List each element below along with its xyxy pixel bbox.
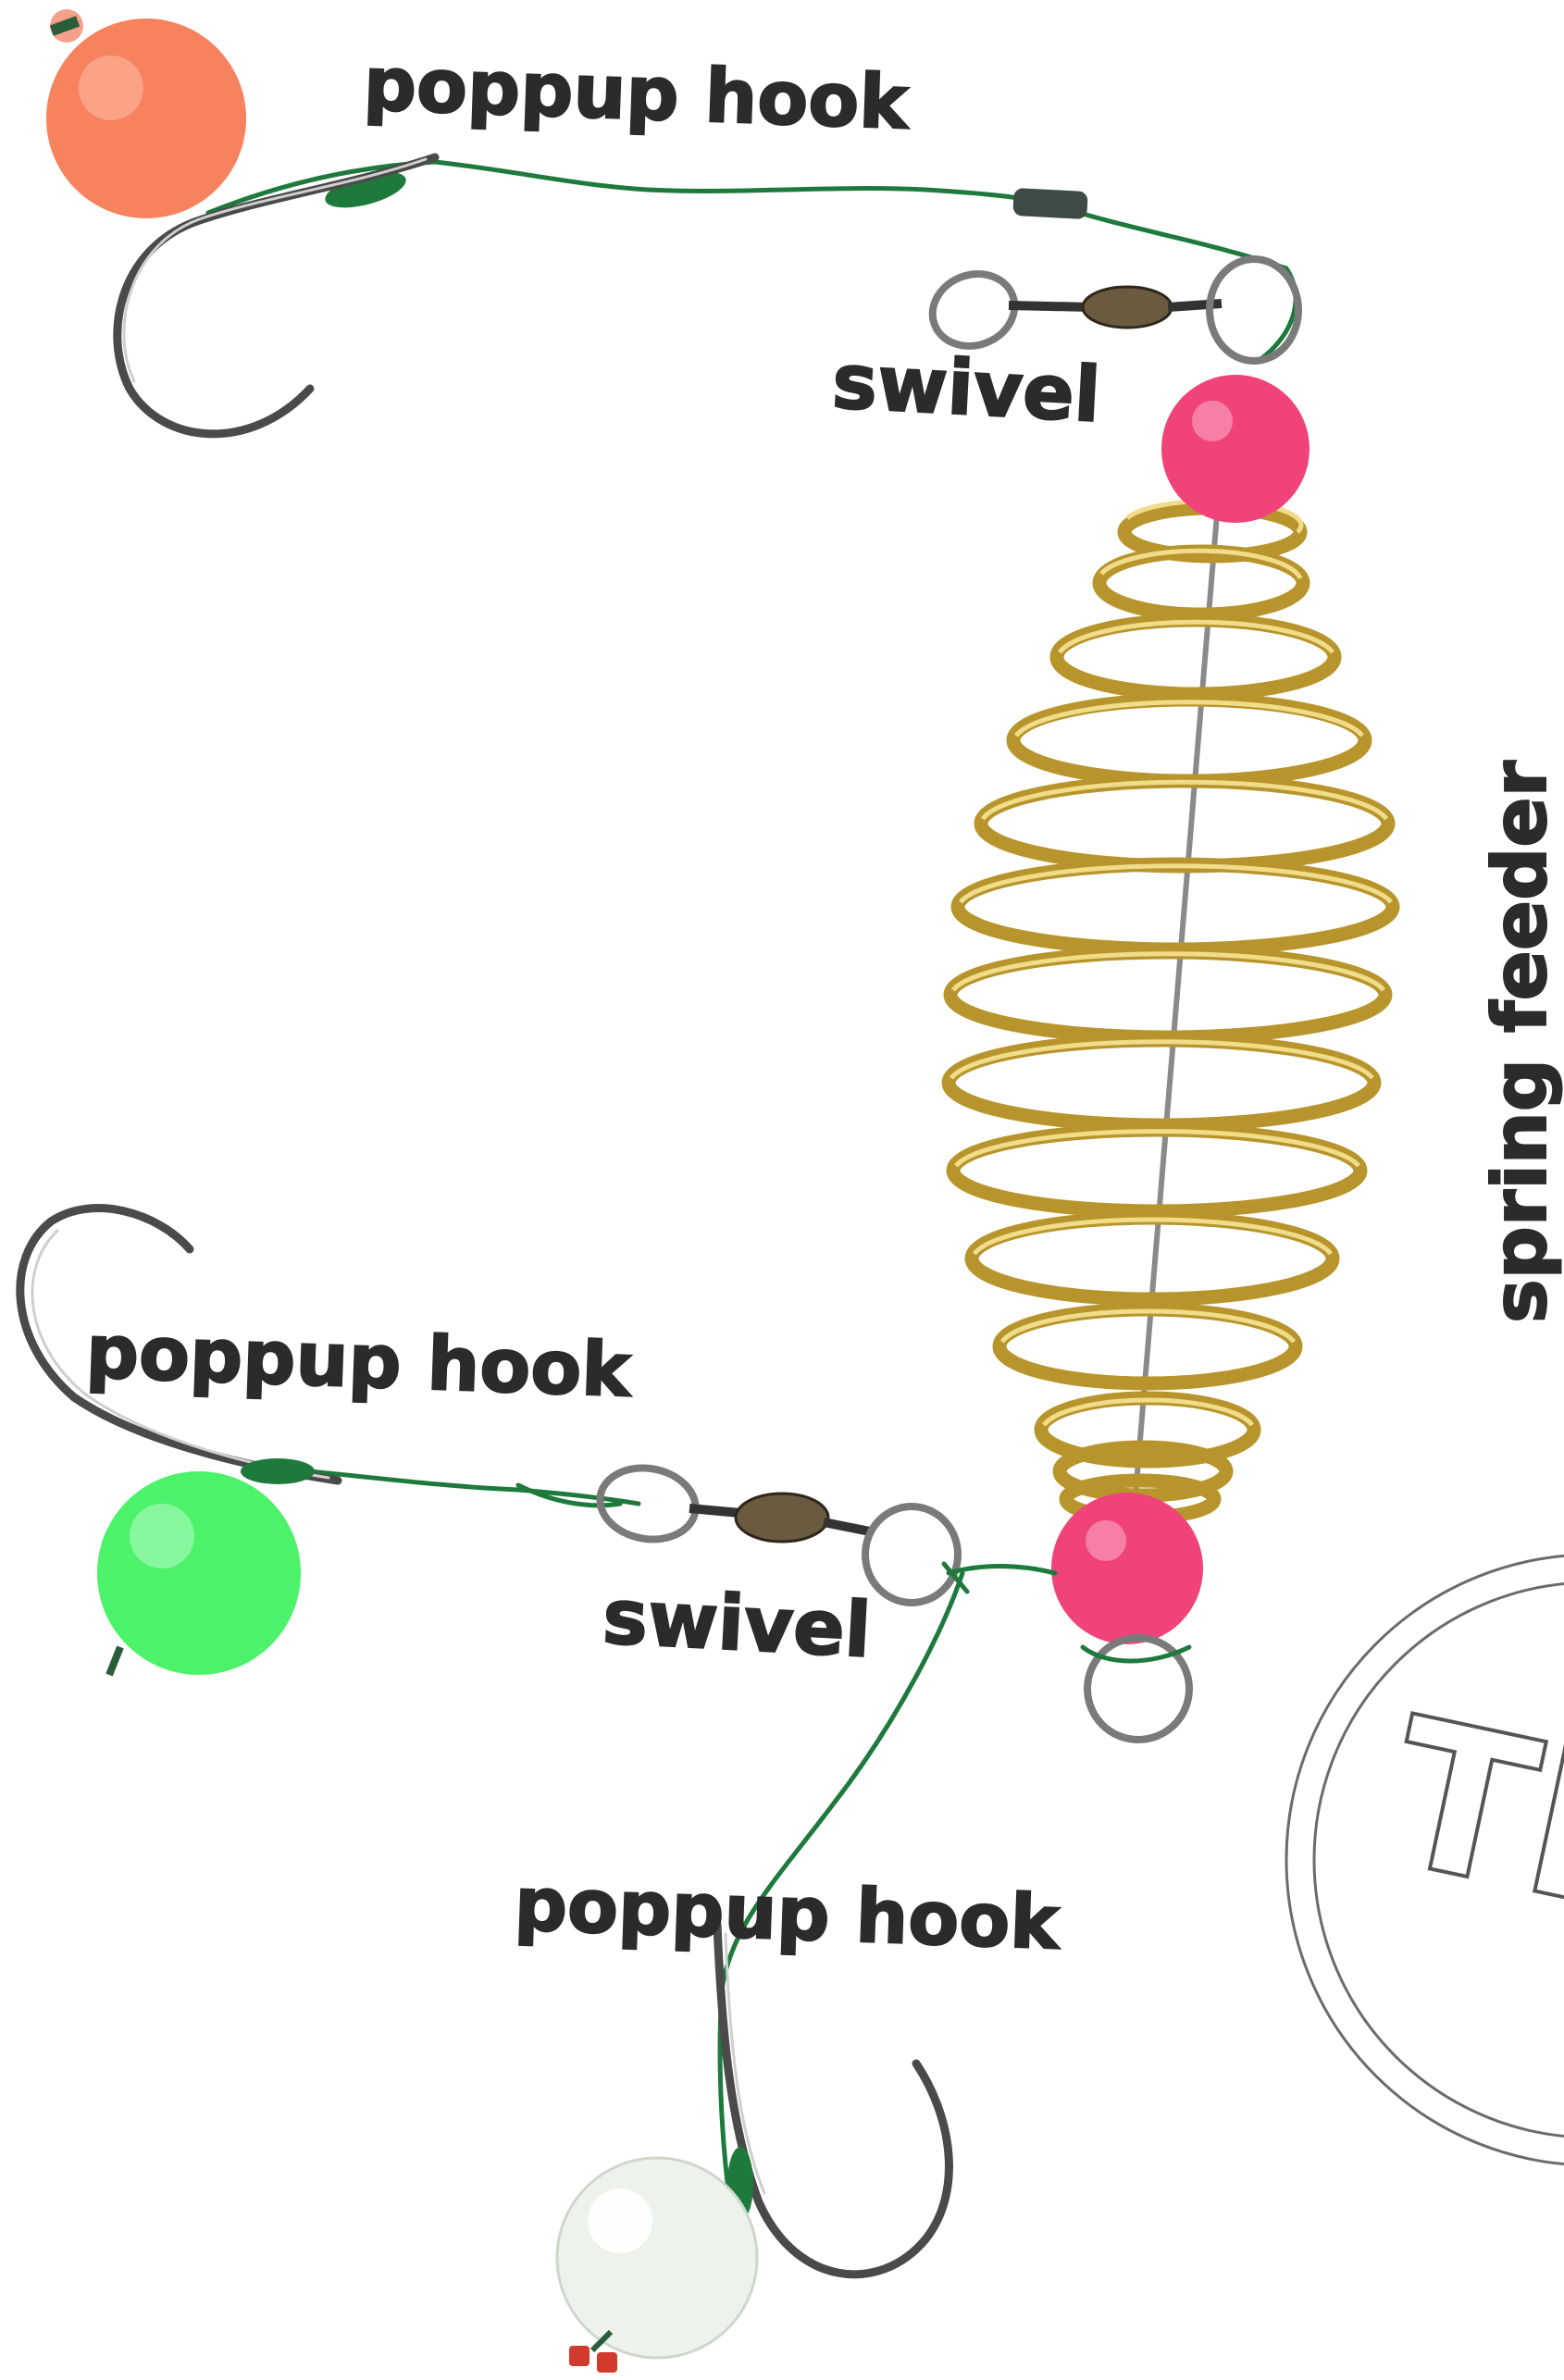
top-swivel-eye-right	[1206, 255, 1302, 365]
lower-leader-line-drop	[717, 1570, 965, 2214]
popup-green-ball	[97, 1471, 301, 1675]
watermark-logo: TR	[1285, 1554, 1564, 2166]
top-swivel-eye-left	[928, 270, 1019, 350]
stop-stem	[590, 2329, 614, 2353]
middle-leader-knot-right	[515, 1482, 623, 1508]
feeder-bead-top	[1161, 375, 1310, 523]
label-bottom-poppup-hook: poppup hook	[513, 1861, 1062, 1966]
stop-bead-left	[569, 2346, 590, 2366]
spring-feeder	[941, 375, 1400, 1743]
feeder-coils	[941, 498, 1400, 1525]
top-hook	[113, 153, 440, 439]
top-hook-wire-highlight	[122, 157, 428, 383]
watermark-ring-inner	[1312, 1582, 1564, 2138]
top-swivel-barrel	[1081, 285, 1173, 329]
lower-leader-knot	[941, 1561, 970, 1594]
popup-white-ball	[555, 2156, 759, 2360]
popup-white-shine	[588, 2188, 652, 2253]
stop-bead-right	[597, 2352, 617, 2373]
watermark-ring-outer	[1285, 1554, 1564, 2166]
label-spring-feeder: spring feeder	[1477, 760, 1563, 1323]
popup-green-shine	[130, 1504, 194, 1568]
label-top-poppup-hook: poppup hook	[362, 41, 912, 146]
popup-orange	[46, 9, 246, 218]
top-leader	[205, 159, 1298, 364]
popup-orange-ball	[46, 19, 246, 218]
top-swivel-wire-left	[1008, 301, 1093, 312]
feeder-bead-top-shine	[1192, 401, 1233, 441]
feeder-bottom-knot	[1080, 1644, 1192, 1664]
bottom-swivel	[596, 1464, 962, 1606]
label-middle-poppup-hook: poppup hook	[84, 1308, 634, 1414]
label-bottom-swivel: swivel	[601, 1573, 873, 1675]
label-top-swivel: swivel	[830, 338, 1102, 440]
feeder-center-wire	[1131, 480, 1223, 1518]
middle-hook-wire	[16, 1204, 342, 1485]
watermark-text: TR	[1371, 1674, 1564, 1967]
popup-orange-stop-stem	[49, 16, 81, 36]
popup-green	[97, 1471, 301, 1677]
bottom-swivel-wire-left	[689, 1504, 741, 1518]
popup-white-stop	[569, 2329, 617, 2373]
lower-leader-line-top	[946, 1564, 1058, 1576]
bottom-hook	[713, 1920, 953, 2279]
middle-hook-knot	[241, 1458, 315, 1484]
popup-orange-shine	[79, 56, 143, 120]
bottom-swivel-wire-right	[823, 1518, 871, 1536]
feeder-bead-bottom-shine	[1086, 1520, 1126, 1561]
bottom-swivel-barrel	[734, 1492, 830, 1543]
popup-green-stop	[106, 1645, 124, 1677]
bottom-swivel-eye-right	[862, 1503, 962, 1606]
bottom-hook-wire-highlight	[724, 1932, 766, 2195]
bottom-hook-wire	[713, 1920, 953, 2279]
top-line-sleeve	[1012, 188, 1088, 219]
top-swivel	[928, 255, 1302, 365]
feeder-bottom-ring	[1084, 1634, 1193, 1743]
popup-white	[555, 2156, 759, 2373]
middle-hook	[16, 1204, 342, 1485]
lower-leader	[717, 1561, 1058, 2214]
top-hook-knot	[325, 171, 406, 208]
feeder-bead-bottom	[1051, 1493, 1203, 1644]
